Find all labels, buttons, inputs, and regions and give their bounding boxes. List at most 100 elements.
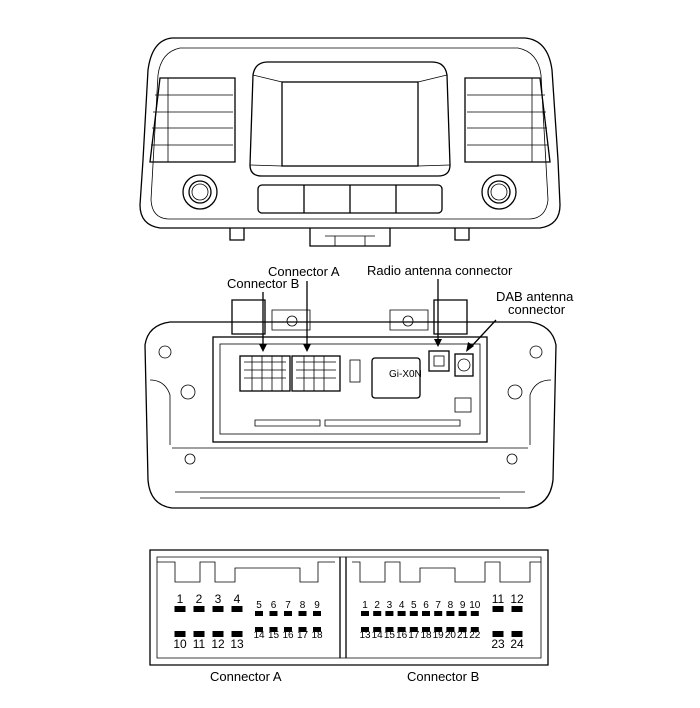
left-air-vent [149,77,236,163]
right-air-vent [464,77,551,163]
pin-block [409,627,418,632]
label-connector-b: Connector B [227,276,299,291]
pin-block [422,611,430,616]
pin-block [492,606,504,612]
pin-block [255,627,263,632]
pin-block [458,627,467,632]
pin-block [458,611,467,616]
label-connector-a-bottom: Connector A [210,669,282,684]
pin-number: 12 [510,592,524,606]
pin-number: 10 [173,637,187,651]
pin-block [284,627,292,632]
pin-block [193,631,205,637]
label-dab-line2: connector [508,302,566,317]
front-buttons [257,184,443,214]
pin-block [492,631,504,637]
pin-block [446,627,455,632]
pin-block [174,606,186,612]
pin-block [409,611,418,616]
pin-number: 6 [271,600,277,611]
pin-block [313,611,321,616]
pin-block [470,611,479,616]
radio-antenna-socket [428,350,450,372]
pin-number: 13 [359,630,371,641]
pin-block [193,606,205,612]
pin-block [255,611,263,616]
pin-number: 23 [491,637,505,651]
pin-number: 1 [362,600,368,611]
pin-block [511,631,523,637]
pin-number: 12 [211,637,225,651]
pin-block [298,627,307,632]
pin-number: 14 [372,630,384,641]
pin-number: 5 [256,600,262,611]
pin-number: 19 [433,630,445,641]
rear-face-marking: Gi-X0N [389,369,422,380]
pin-block [212,606,224,612]
label-dab-line1: DAB antenna [496,289,574,304]
head-unit-front-view [139,37,561,247]
pin-block [397,611,406,616]
pin-number: 2 [196,592,203,606]
pin-number: 2 [374,600,380,611]
pin-number: 9 [314,600,320,611]
pin-block [397,627,406,632]
pin-block [298,611,307,616]
pin-number: 13 [230,637,244,651]
pin-number: 17 [408,630,420,641]
pin-number: 4 [399,600,405,611]
pin-number: 15 [384,630,396,641]
pin-number: 18 [311,630,323,641]
pin-block [385,611,394,616]
pin-block [434,611,443,616]
pin-block [470,627,479,632]
pin-block [373,627,382,632]
pin-block [361,611,369,616]
pin-block [174,631,186,637]
pin-number: 24 [510,637,524,651]
pin-number: 17 [297,630,309,641]
pin-block [385,627,394,632]
pin-number: 7 [435,600,441,611]
right-knob [481,174,517,210]
pin-number: 5 [411,600,417,611]
left-knob [182,174,218,210]
connector-b-socket [239,355,291,392]
pin-number: 20 [445,630,457,641]
pin-number: 15 [268,630,280,641]
pin-block [269,611,278,616]
pin-number: 14 [253,630,265,641]
pin-number: 8 [448,600,454,611]
pin-number: 16 [396,630,408,641]
pin-block [284,611,292,616]
pin-number: 11 [492,592,505,606]
pin-number: 10 [469,600,481,611]
pin-block [422,627,430,632]
mounting-tabs [229,228,470,247]
pin-number: 6 [423,600,429,611]
pin-number: 18 [420,630,432,641]
pin-number: 7 [285,600,291,611]
pin-number: 8 [300,600,306,611]
pin-block [269,627,278,632]
pin-block [511,606,523,612]
pin-number: 1 [177,592,184,606]
pin-block [373,611,382,616]
pin-number: 11 [193,637,206,651]
pin-block [231,631,243,637]
pin-number: 21 [457,630,469,641]
label-connector-a: Connector A [268,264,340,279]
pin-block [361,627,369,632]
pin-block [313,627,321,632]
pin-number: 22 [469,630,481,641]
callout-leaders [259,279,497,352]
connector-a-socket [291,355,341,392]
label-radio-antenna: Radio antenna connector [367,263,513,278]
pin-number: 4 [234,592,241,606]
label-connector-b-bottom: Connector B [407,669,479,684]
head-unit-rear-view: Gi-X0N [144,299,557,509]
